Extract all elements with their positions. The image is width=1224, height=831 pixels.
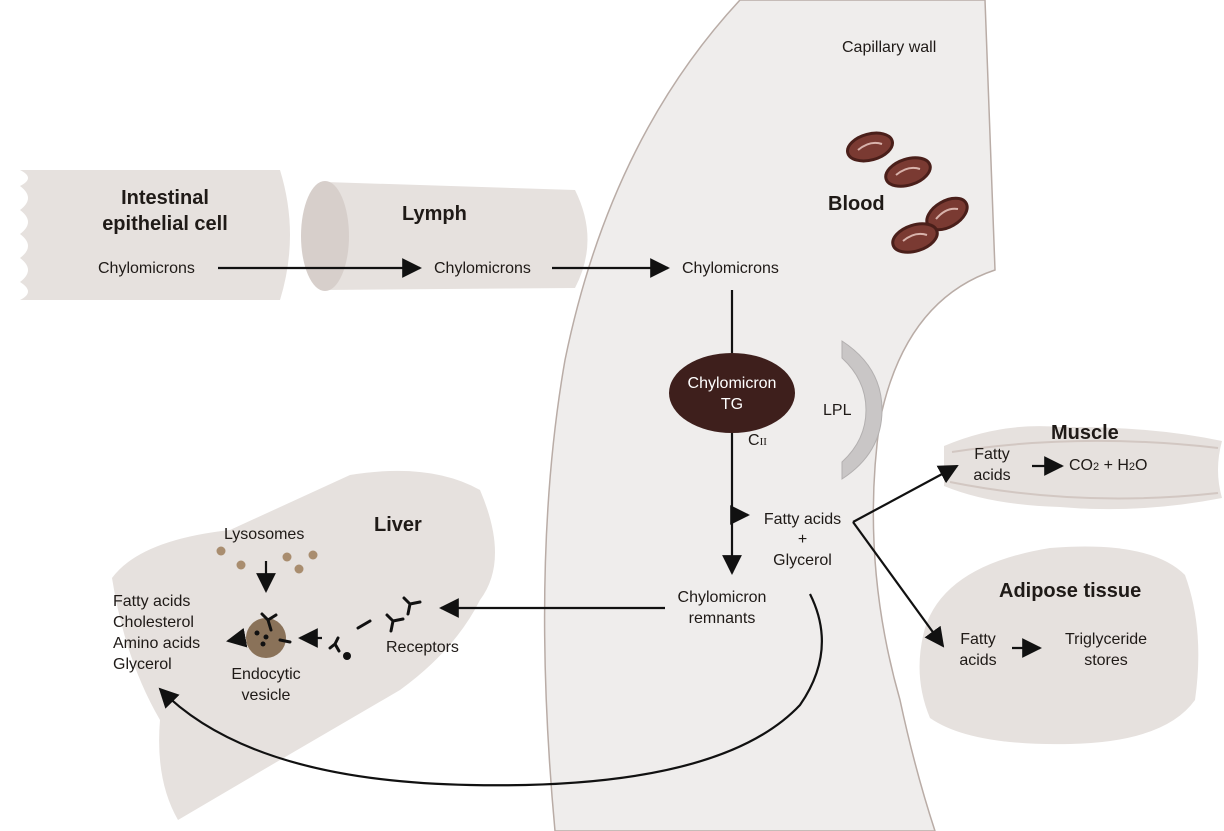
triglyceride-stores-line1: Triglyceride [1064,631,1148,648]
chylomicrons-blood-label: Chylomicrons [682,260,779,277]
endocytic-vesicle [246,618,286,658]
apo-cii-label: CII [748,431,767,452]
blood-label: Blood [828,193,885,215]
red-blood-cell-4 [891,222,939,254]
chylomicron-tg-line2: TG [720,396,744,413]
red-blood-cell-2 [884,156,932,188]
lpl-enzyme [841,340,883,480]
endocytic-vesicle-line2: vesicle [241,687,291,704]
lymph-vessel [301,181,588,291]
h2o-subscript: 2 [1128,461,1136,473]
receptors-label: Receptors [386,639,459,656]
lpl-label: LPL [823,402,852,419]
liver-product-item: Fatty acids [113,593,191,610]
muscle-label: Muscle [1051,422,1119,444]
muscle-fatty-acids-line2: acids [973,467,1011,484]
lysosome-dots [216,546,318,574]
intestinal-title-line1: Intestinal [121,187,209,209]
liver-product-item: Amino acids [113,635,201,652]
bound-remnant-dot [343,652,351,660]
liver-label: Liver [374,514,422,536]
chylomicron-tg-line1: Chylomicron [687,375,777,392]
fatty-acids-glycerol-line1: Fatty acids [763,511,842,528]
co2-subscript: 2 [1093,461,1100,473]
red-blood-cell-1 [846,131,894,163]
intestinal-title-line2: epithelial cell [102,213,228,235]
capillary-wall-label: Capillary wall [842,39,937,56]
co2-h2o-label: CO2 + H2O [1069,456,1148,477]
receptor-marks [356,619,372,630]
adipose-tissue [919,546,1199,745]
co-text: CO [1069,457,1093,474]
liver-product-item: Cholesterol [113,614,194,631]
adipose-fatty-acids-line1: Fatty [960,631,996,648]
fatty-acids-glycerol-line3: Glycerol [773,552,832,569]
adipose-tissue-label: Adipose tissue [999,580,1142,602]
chylomicrons-intestine-label: Chylomicrons [98,260,195,277]
chylomicron-remnants-line1: Chylomicron [677,589,767,606]
fatty-acids-glycerol-line2: + [797,531,808,548]
chylomicron-remnants-line2: remnants [688,610,756,627]
liver-product-item: Glycerol [113,656,172,673]
chylomicrons-lymph-label: Chylomicrons [434,260,531,277]
muscle-tissue [944,426,1222,510]
muscle-fatty-acids-line1: Fatty [974,446,1010,463]
adipose-fatty-acids-line2: acids [959,652,997,669]
o-text: O [1135,457,1148,474]
flow-arrows [158,258,1064,787]
plus-h-text: + H [1099,457,1129,474]
receptor-icons [260,596,422,653]
lymph-label: Lymph [402,203,467,225]
lysosomes-label: Lysosomes [224,526,305,543]
apo-c-subscript: II [759,436,767,448]
apo-c-letter: C [748,432,760,449]
liver-products-list: Fatty acids Cholesterol Amino acids Glyc… [113,591,200,675]
chylomicron-tg-particle [669,353,795,433]
triglyceride-stores-line2: stores [1084,652,1128,669]
endocytic-vesicle-line1: Endocytic [231,666,301,683]
